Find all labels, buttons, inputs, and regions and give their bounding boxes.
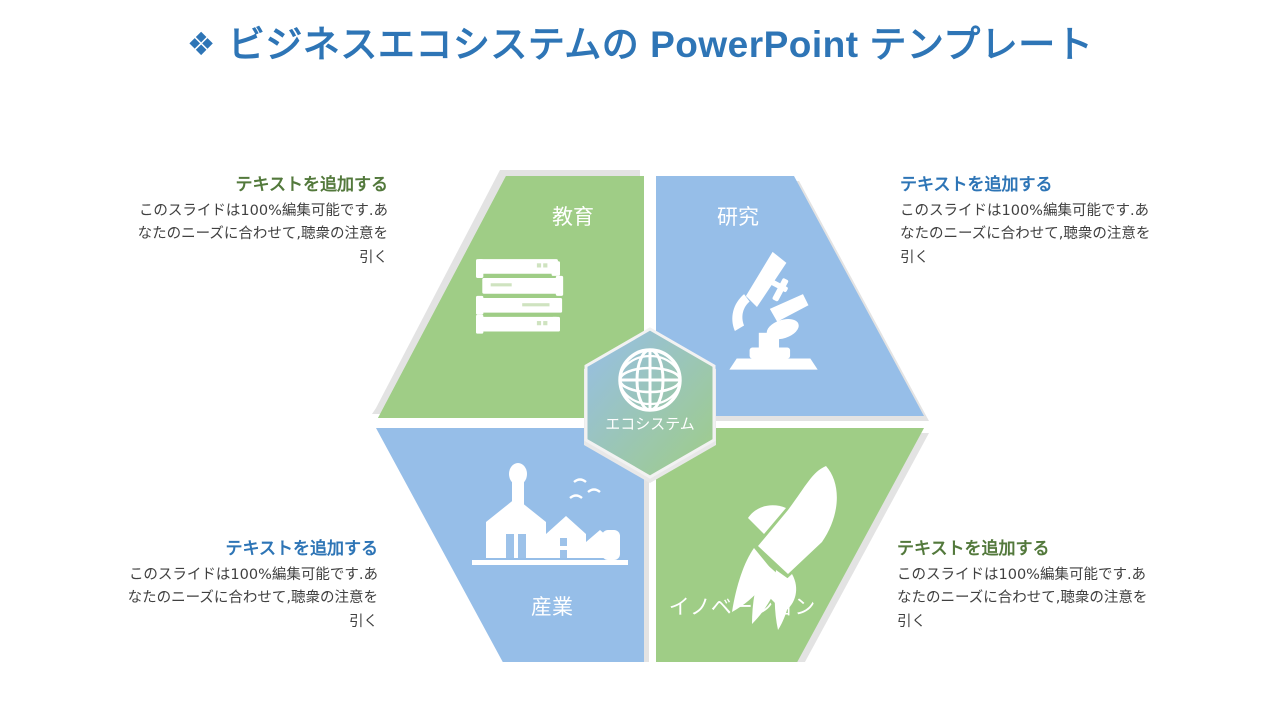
text-block-top-right-heading: テキストを追加する xyxy=(900,175,1053,194)
text-block-top-left-heading: テキストを追加する xyxy=(235,175,389,194)
hex-center-label: エコシステム xyxy=(605,415,695,433)
text-block-bottom-left-heading: テキストを追加する xyxy=(225,539,379,558)
hex-segment-education-label: 教育 xyxy=(552,205,594,229)
text-block-bottom-left-body: このスライドは100%編集可能です.あなたのニーズに合わせて,聴衆の注意を引く xyxy=(127,566,378,630)
text-block-top-left-body: このスライドは100%編集可能です.あなたのニーズに合わせて,聴衆の注意を引く xyxy=(137,202,388,266)
factory-icon xyxy=(472,463,628,565)
hex-segment-industry-label: 産業 xyxy=(531,595,573,619)
hex-segment-research-label: 研究 xyxy=(717,205,759,229)
hex-segment-research[interactable]: 研究 xyxy=(656,176,929,421)
hex-segment-education[interactable]: 教育 xyxy=(370,170,644,418)
ecosystem-hexagon-diagram: 教育 研究 xyxy=(370,162,930,662)
books-icon xyxy=(476,259,564,334)
text-block-bottom-right: テキストを追加する このスライドは100%編集可能です.あなたのニーズに合わせて… xyxy=(897,538,1155,634)
hex-center[interactable]: エコシステム xyxy=(584,327,716,483)
hex-segment-industry[interactable]: 産業 xyxy=(376,428,649,662)
hex-segment-innovation-label: イノベーション xyxy=(669,595,816,619)
text-block-top-right: テキストを追加する このスライドは100%編集可能です.あなたのニーズに合わせて… xyxy=(900,174,1158,270)
text-block-top-left: テキストを追加する このスライドは100%編集可能です.あなたのニーズに合わせて… xyxy=(130,174,388,270)
globe-icon xyxy=(618,348,682,412)
bullet-diamond-icon: ❖ xyxy=(186,26,216,62)
text-block-top-right-body: このスライドは100%編集可能です.あなたのニーズに合わせて,聴衆の注意を引く xyxy=(900,202,1151,266)
hex-segment-innovation[interactable]: イノベーション xyxy=(656,428,929,662)
text-block-bottom-left: テキストを追加する このスライドは100%編集可能です.あなたのニーズに合わせて… xyxy=(120,538,378,634)
text-block-bottom-right-heading: テキストを追加する xyxy=(897,539,1050,558)
text-block-bottom-right-body: このスライドは100%編集可能です.あなたのニーズに合わせて,聴衆の注意を引く xyxy=(897,566,1148,630)
page-title: ❖ ビジネスエコシステムの PowerPoint テンプレート xyxy=(0,14,1280,68)
page-title-text: ビジネスエコシステムの PowerPoint テンプレート xyxy=(227,24,1094,65)
rocket-icon xyxy=(732,466,837,630)
microscope-icon xyxy=(729,251,818,370)
